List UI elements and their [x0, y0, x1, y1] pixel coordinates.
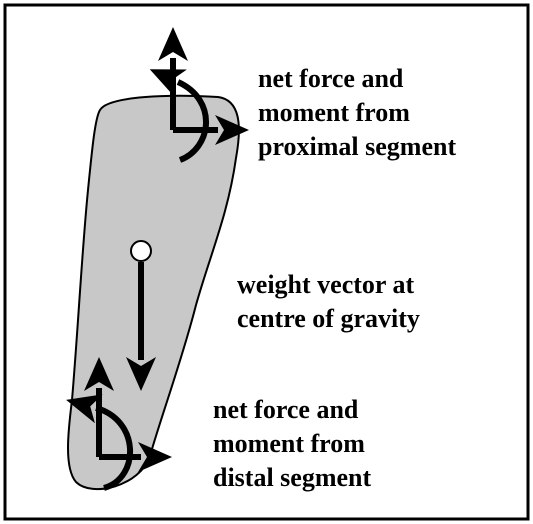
- distal-label-line-2: moment from: [213, 429, 365, 458]
- proximal-label-line-2: moment from: [258, 98, 410, 127]
- weight-label-line-1: weight vector at: [237, 270, 415, 299]
- weight-vector-label: weight vector at centre of gravity: [237, 268, 420, 336]
- distal-force-system: [66, 357, 172, 491]
- proximal-label-line-3: proximal segment: [258, 132, 457, 161]
- distal-label-line-1: net force and: [213, 395, 359, 424]
- distal-moment-arc-icon: [66, 394, 133, 491]
- proximal-label-line-1: net force and: [258, 64, 404, 93]
- distal-label-line-3: distal segment: [213, 463, 372, 492]
- proximal-moment-arc-icon: [149, 69, 209, 163]
- weight-label-line-2: centre of gravity: [237, 304, 420, 333]
- distal-segment-label: net force and moment from distal segment: [213, 393, 371, 495]
- center-of-gravity-dot-icon: [130, 240, 152, 262]
- proximal-segment-label: net force and moment from proximal segme…: [258, 62, 456, 164]
- proximal-force-system: [149, 27, 249, 163]
- weight-system: [126, 240, 156, 391]
